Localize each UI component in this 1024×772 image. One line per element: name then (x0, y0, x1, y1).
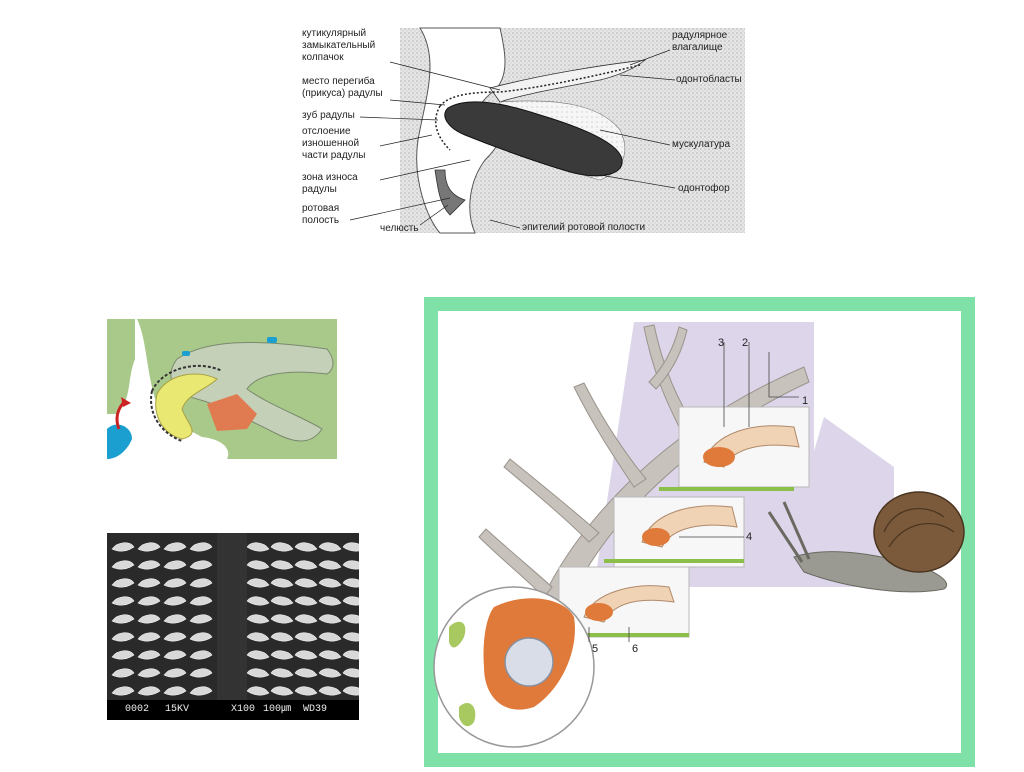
label-oral-epithelium: эпителий ротовой полости (522, 222, 645, 234)
label-bend-place: место перегиба (прикуса) радулы (302, 76, 383, 100)
number-1: 1 (802, 395, 808, 407)
snail-feeding-drawing (424, 297, 975, 767)
central-rachis (217, 533, 247, 700)
magnified-odontophore (505, 638, 553, 686)
label-odontoblasts: одонтобласты (676, 74, 742, 86)
label-musculature: мускулатура (672, 139, 730, 151)
label-jaw: челюсть (380, 223, 419, 235)
radula-cartoon-drawing (107, 319, 337, 459)
number-2: 2 (742, 337, 748, 349)
radula-anatomy-diagram: кутикулярный замыкательный колпачок мест… (300, 20, 750, 245)
label-worn-detachment: отслоение изношенной части радулы (302, 126, 365, 162)
radula-sem-micrograph: 0002 15KV X100 100㎛ WD39 (107, 533, 359, 720)
sem-id: 0002 (125, 700, 149, 720)
label-wear-zone: зона износа радулы (302, 172, 358, 196)
snail-feeding-diagram: 1 2 3 4 5 6 (424, 297, 975, 767)
cell-blue-2 (182, 351, 190, 356)
label-odontophore: одонтофор (678, 183, 730, 195)
sem-wd: WD39 (303, 700, 327, 720)
label-oral-cavity: ротовая полость (302, 203, 339, 227)
number-4: 4 (746, 531, 752, 543)
number-3: 3 (718, 337, 724, 349)
radula-cartoon (107, 319, 337, 459)
label-cuticular-cap: кутикулярный замыкательный колпачок (302, 28, 375, 64)
sem-caption-bar: 0002 15KV X100 100㎛ WD39 (107, 700, 359, 720)
sem-teeth-drawing (107, 533, 359, 700)
label-radular-sac: радулярное влагалище (672, 30, 727, 54)
number-6: 6 (632, 643, 638, 655)
sem-scale: 100㎛ (263, 700, 291, 720)
sem-magnification: X100 (231, 700, 255, 720)
cell-blue-1 (267, 337, 277, 343)
label-radula-tooth: зуб радулы (302, 110, 355, 122)
number-5: 5 (592, 643, 598, 655)
sem-voltage: 15KV (165, 700, 189, 720)
